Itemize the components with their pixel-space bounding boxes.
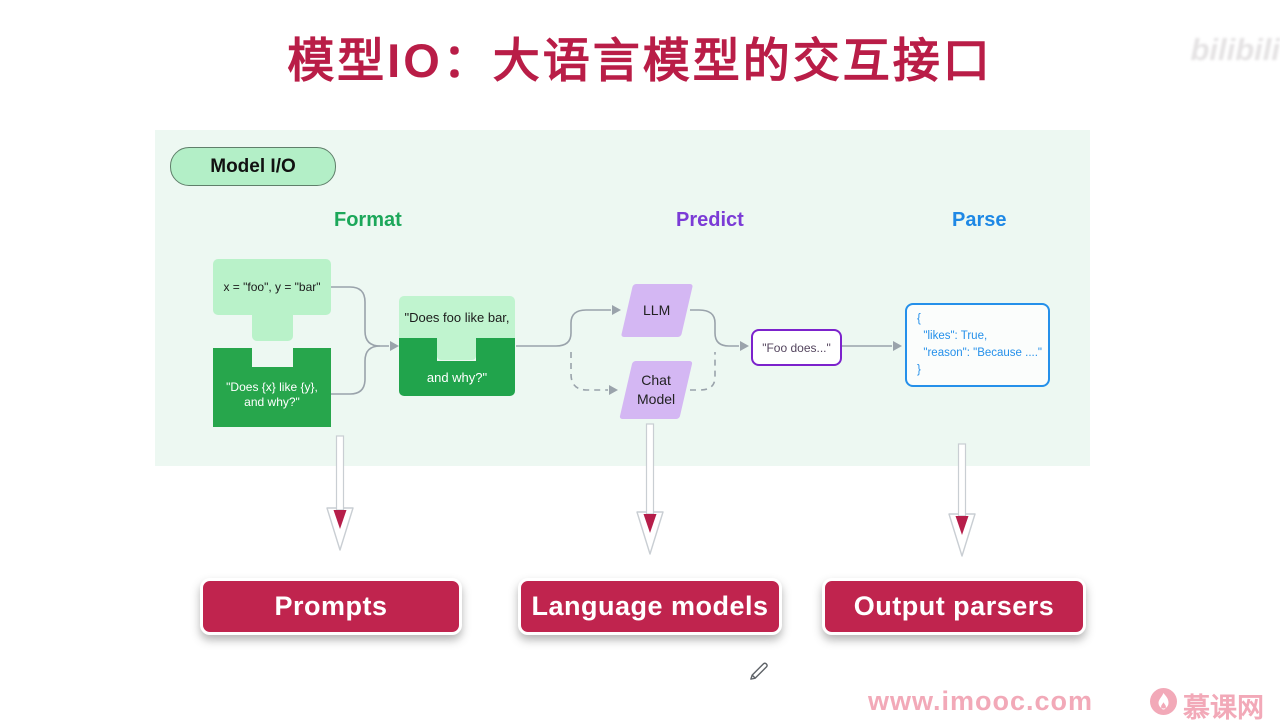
- variables-piece: x = "foo", y = "bar": [213, 259, 331, 315]
- parsed-line-4: }: [917, 364, 921, 376]
- parsed-line-1: {: [917, 313, 921, 325]
- llm-node-label: LLM: [643, 302, 671, 318]
- down-arrow-accent-icon: [643, 514, 657, 533]
- formatted-prompt-bottom: and why?": [399, 338, 515, 396]
- parsed-line-2: "likes": True,: [917, 330, 988, 342]
- formatted-prompt-tab: [437, 338, 476, 360]
- completion-box: "Foo does...": [751, 329, 842, 366]
- imooc-logo-icon: [1150, 688, 1177, 715]
- down-arrow-accent-icon: [955, 516, 969, 535]
- slide-title: 模型IO：大语言模型的交互接口: [287, 34, 993, 87]
- bilibili-watermark: bilibili: [1190, 32, 1280, 67]
- llm-node: LLM: [620, 284, 694, 337]
- parsed-line-3: "reason": "Because ....": [917, 347, 1043, 359]
- brand-watermark: 慕课网: [1183, 693, 1264, 720]
- formatted-prompt-top: "Does foo like bar,: [399, 296, 515, 338]
- template-piece-line2: and why?": [244, 395, 300, 409]
- prompts-button[interactable]: Prompts: [200, 578, 462, 635]
- parsed-output-box: { "likes": True, "reason": "Because ....…: [905, 303, 1050, 387]
- formatted-prompt-line2: and why?": [426, 370, 488, 385]
- stage-label-parse: Parse: [952, 209, 1007, 231]
- output-parsers-button[interactable]: Output parsers: [822, 578, 1086, 635]
- stage-label-format: Format: [334, 209, 402, 231]
- variables-piece-tab: [252, 315, 293, 341]
- pencil-icon: [750, 662, 768, 680]
- model-io-badge: Model I/O: [170, 147, 336, 186]
- language-models-button[interactable]: Language models: [518, 578, 782, 635]
- down-arrow-accent-icon: [333, 510, 347, 529]
- site-watermark: www.imooc.com: [868, 686, 1094, 716]
- stage-label-predict: Predict: [676, 209, 744, 231]
- template-piece-line1: "Does {x} like {y},: [226, 380, 318, 394]
- chat-model-line2: Model: [636, 391, 676, 407]
- chat-model-line1: Chat: [641, 372, 671, 388]
